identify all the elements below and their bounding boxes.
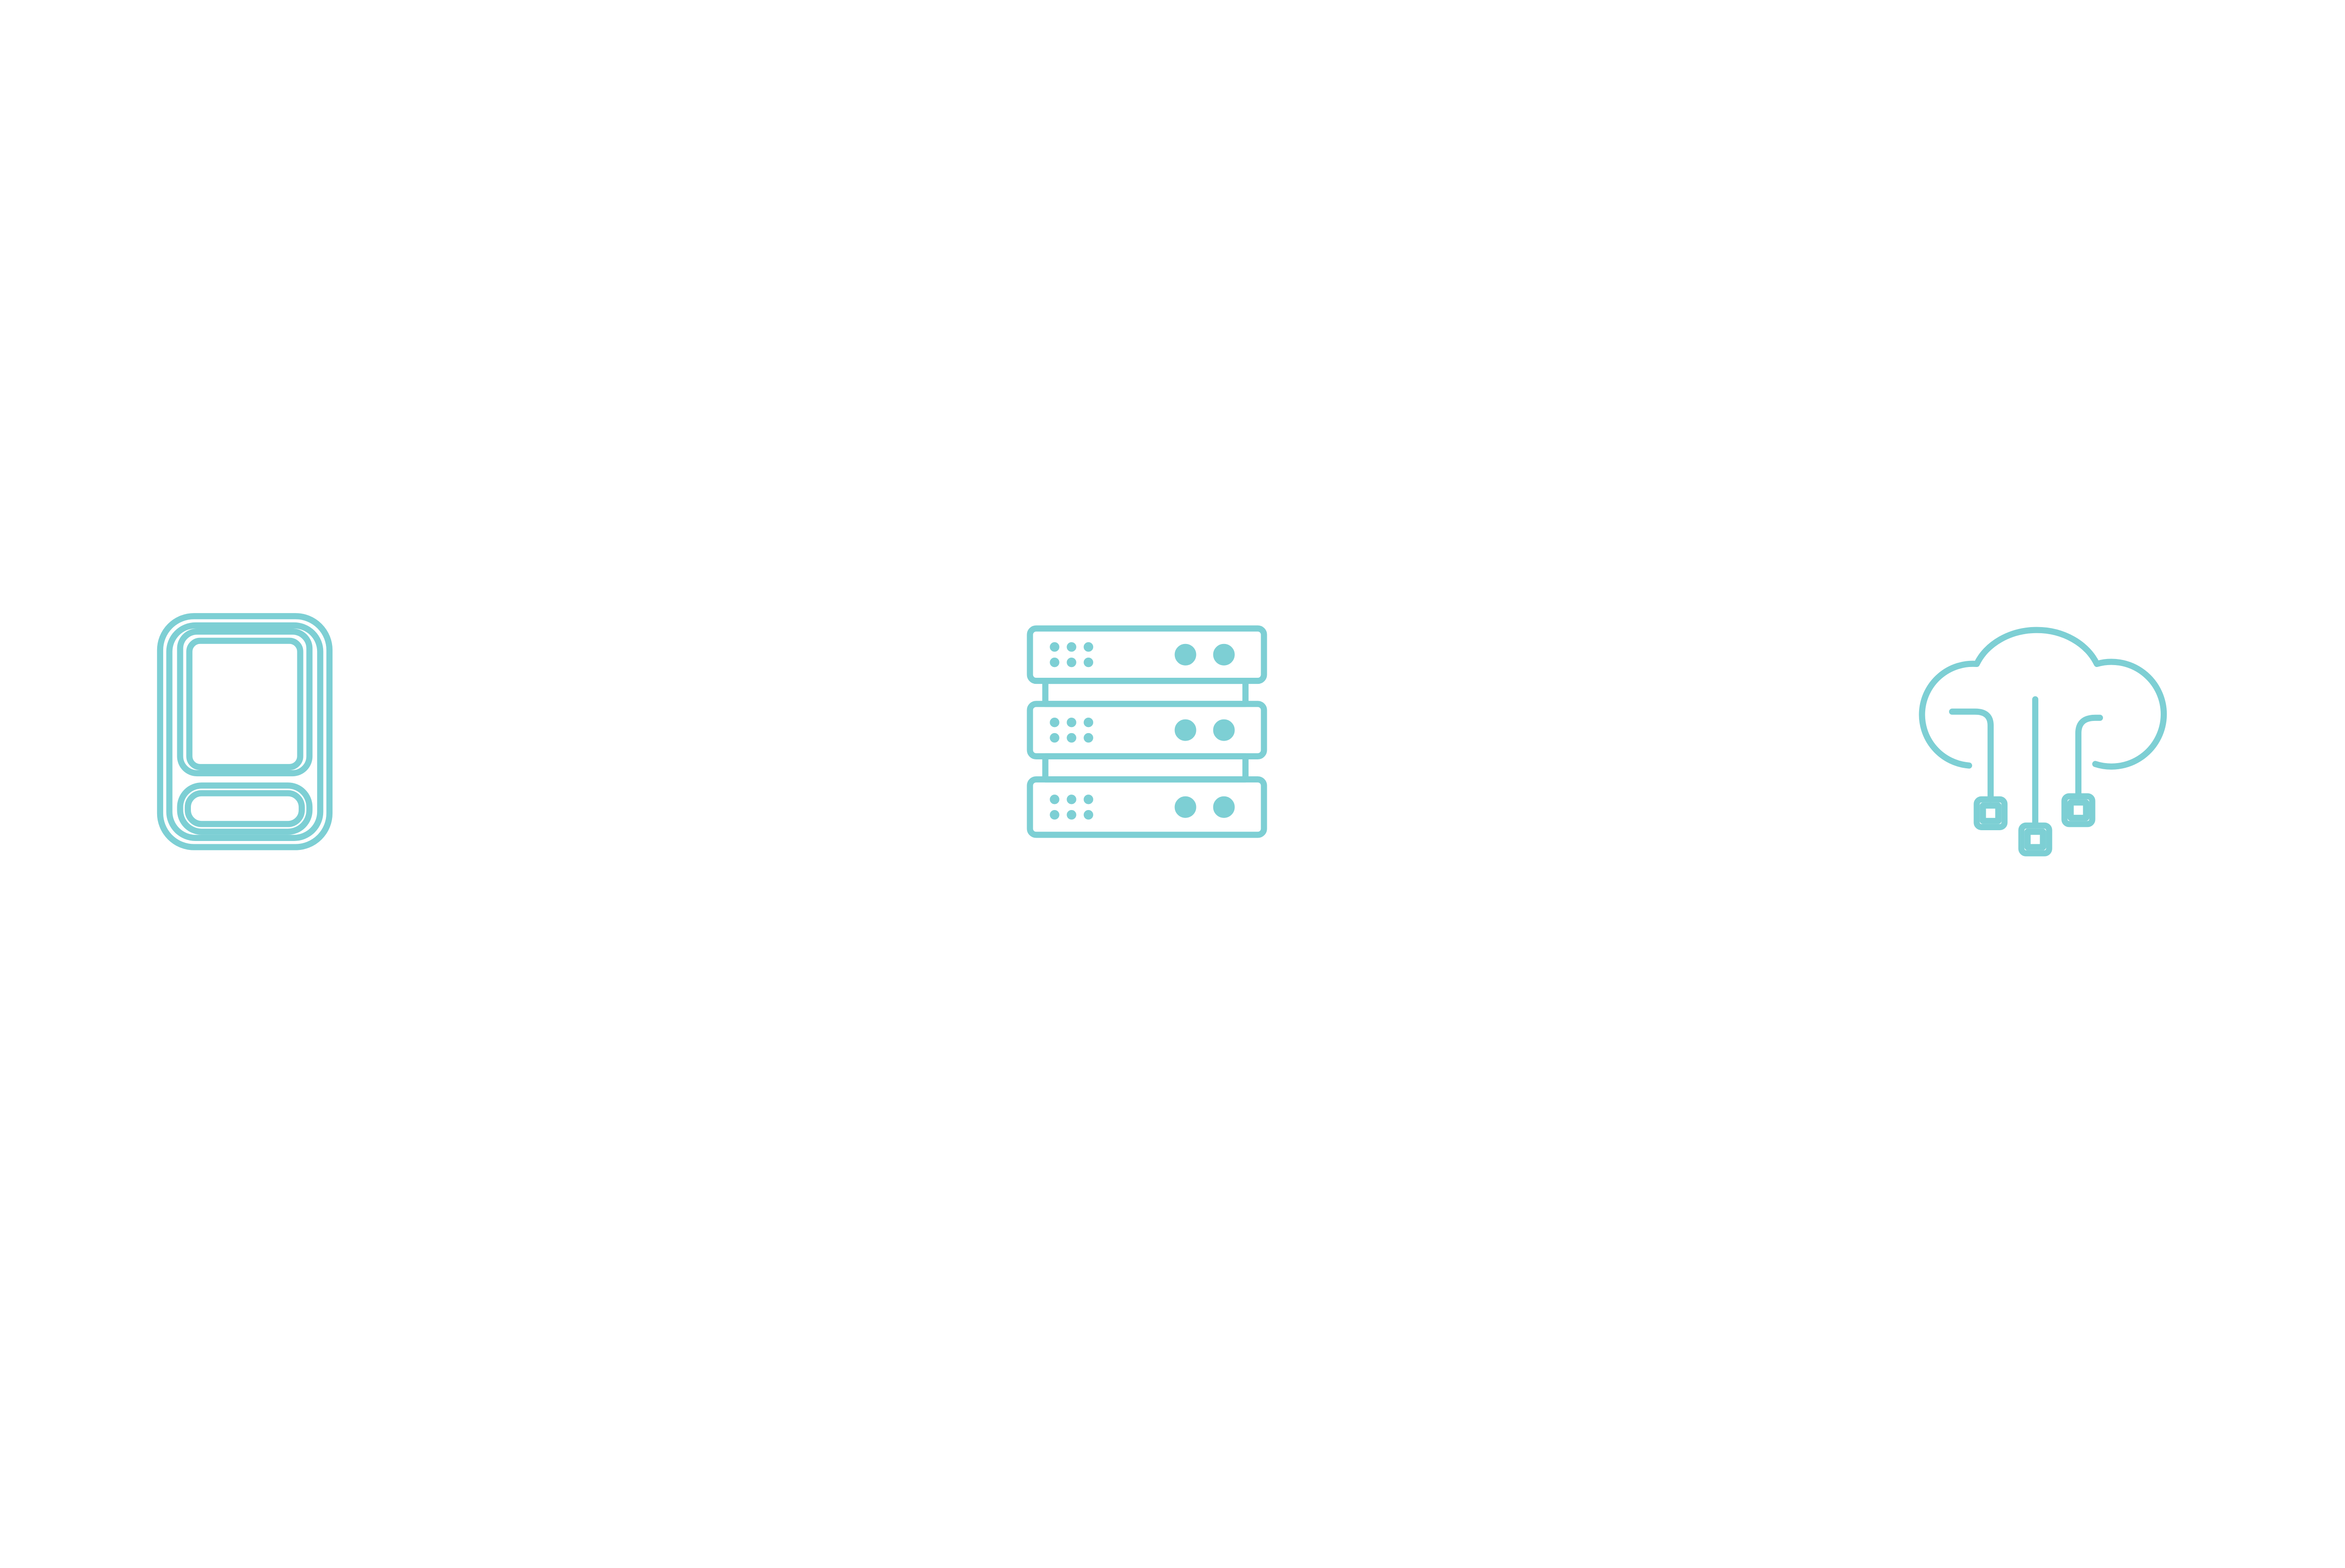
rack-status-light xyxy=(1174,644,1196,666)
rack-vent-dot xyxy=(1083,718,1093,727)
rack-status-light xyxy=(1174,796,1196,818)
rack-vent-dot xyxy=(1050,718,1059,727)
rack-vent-dot xyxy=(1067,795,1076,804)
rack-vent-dot xyxy=(1050,733,1059,743)
rack-vent-dot xyxy=(1050,642,1059,652)
rack-vent-dot xyxy=(1067,658,1076,667)
server-rack-icon xyxy=(1027,625,1267,838)
rack-status-light xyxy=(1174,719,1196,741)
rack-vent-dot xyxy=(1083,658,1093,667)
hard-drive-icon xyxy=(157,613,333,850)
rack-vent-dot xyxy=(1083,810,1093,820)
rack-status-light xyxy=(1213,644,1235,666)
cloud-network-icon xyxy=(1919,627,2167,856)
rack-vent-dot xyxy=(1050,810,1059,820)
rack-vent-dot xyxy=(1067,810,1076,820)
rack-vent-dot xyxy=(1083,733,1093,743)
rack-vent-dot xyxy=(1067,718,1076,727)
rack-status-light xyxy=(1213,796,1235,818)
rack-vent-dot xyxy=(1067,733,1076,743)
rack-vent-dot xyxy=(1083,642,1093,652)
rack-vent-dot xyxy=(1083,795,1093,804)
rack-vent-dot xyxy=(1067,642,1076,652)
rack-vent-dot xyxy=(1050,795,1059,804)
rack-vent-dot xyxy=(1050,658,1059,667)
rack-status-light xyxy=(1213,719,1235,741)
